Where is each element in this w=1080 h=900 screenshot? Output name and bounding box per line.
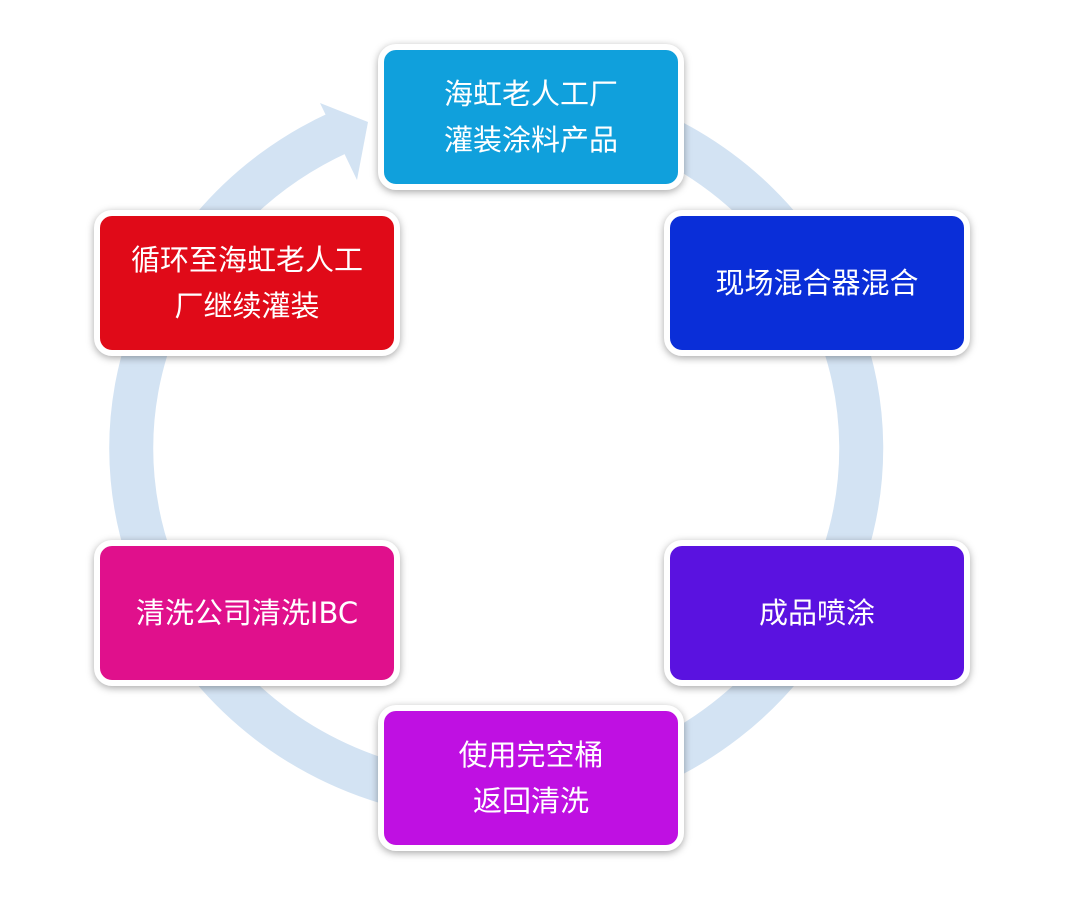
step-5-line-1: 清洗公司清洗IBC <box>135 596 359 630</box>
step-6-recycle-refill: 循环至海虹老人工 厂继续灌装 <box>94 210 400 356</box>
step-6-line-2: 厂继续灌装 <box>174 289 320 323</box>
step-4-line-2: 返回清洗 <box>472 784 589 818</box>
step-1-fill-paint: 海虹老人工厂 灌装涂料产品 <box>378 44 684 190</box>
step-3-line-1: 成品喷涂 <box>758 596 875 630</box>
cycle-arrowhead-icon <box>320 103 368 180</box>
step-2-onsite-mixing: 现场混合器混合 <box>664 210 970 356</box>
step-5-clean-ibc: 清洗公司清洗IBC <box>94 540 400 686</box>
step-6-line-1: 循环至海虹老人工 <box>130 243 363 277</box>
step-2-line-1: 现场混合器混合 <box>715 266 919 300</box>
cycle-arc <box>109 78 884 821</box>
step-4-return-empty-drums: 使用完空桶 返回清洗 <box>378 705 684 851</box>
step-3-spraying: 成品喷涂 <box>664 540 970 686</box>
step-1-line-2: 灌装涂料产品 <box>443 123 618 157</box>
step-1-line-1: 海虹老人工厂 <box>443 77 618 111</box>
step-4-line-1: 使用完空桶 <box>458 738 604 772</box>
